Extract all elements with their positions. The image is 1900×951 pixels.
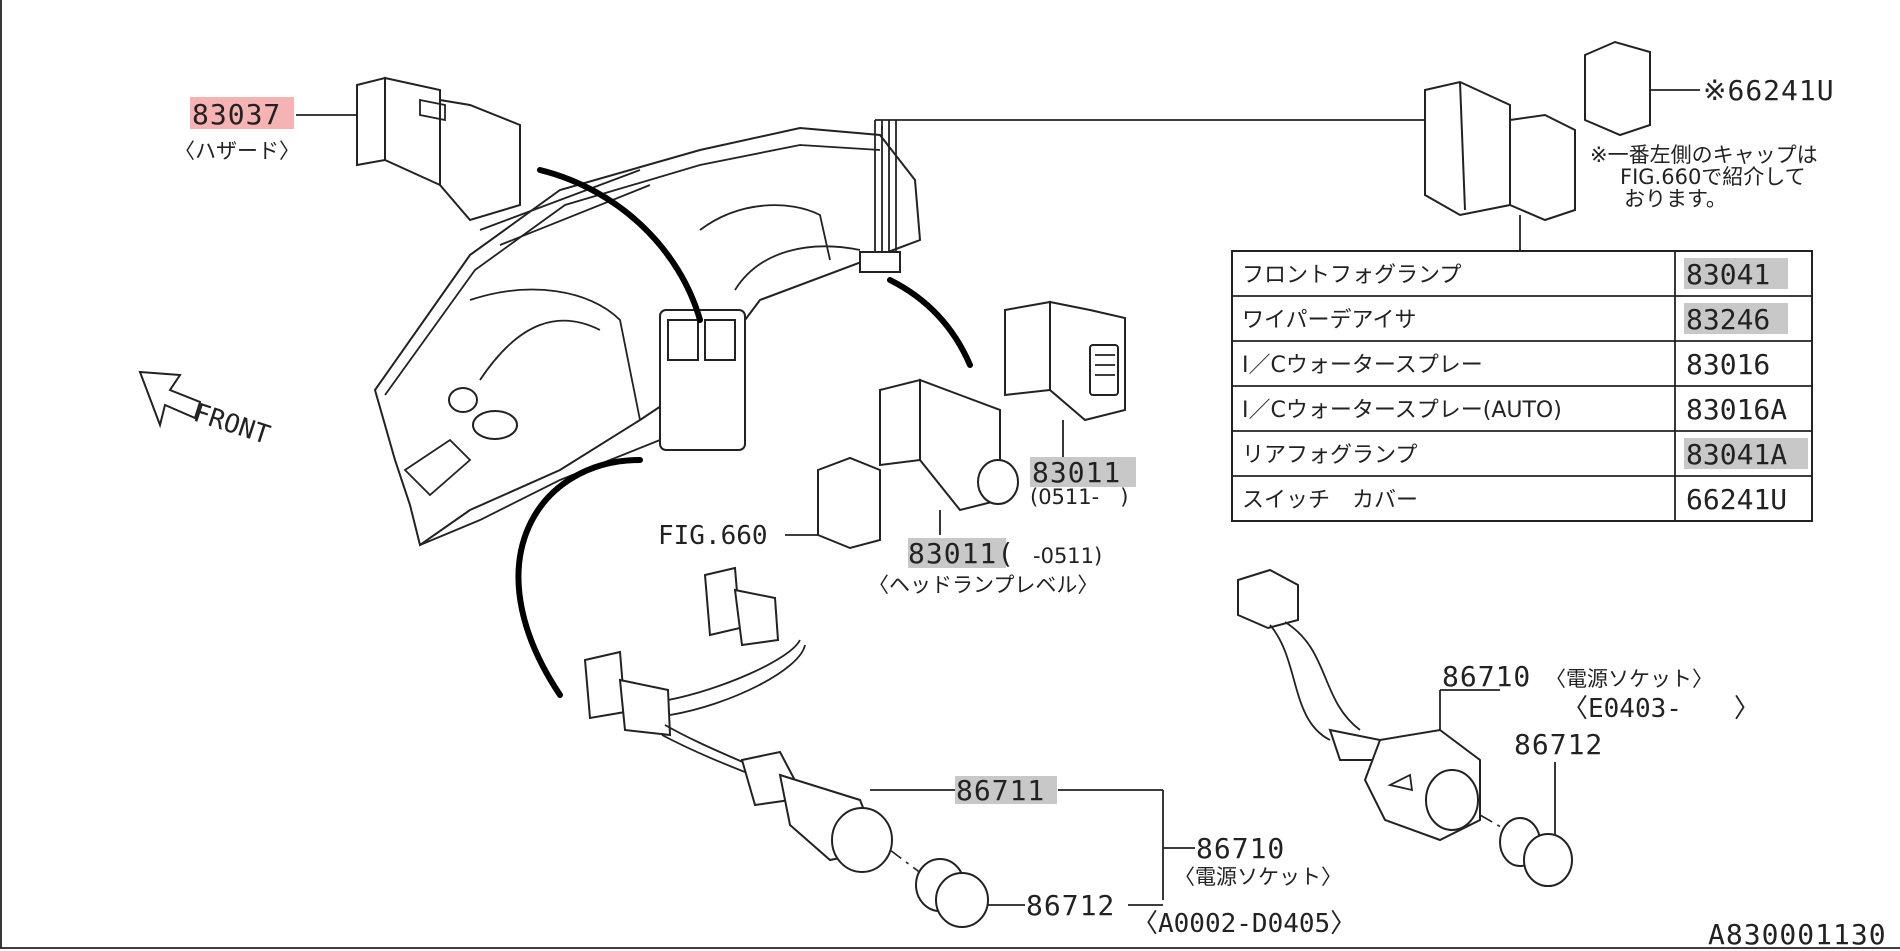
socket-right-face bbox=[1425, 769, 1479, 831]
headlamp-switch-a: 83011 (0511- ) bbox=[1004, 300, 1136, 509]
table-row-name: フロントフォグランプ bbox=[1242, 263, 1461, 288]
table-row-name: I／Cウォータースプレー(AUTO) bbox=[1242, 398, 1562, 423]
socket-right-range: 〈E0403- 〉 bbox=[1562, 694, 1760, 724]
pointer-arc-headlamp bbox=[887, 277, 973, 368]
socket-right-part-number-710: 86710 bbox=[1442, 660, 1531, 693]
hazard-part-highlight bbox=[190, 97, 294, 129]
leveling-dial bbox=[977, 459, 1019, 505]
hazard-switch: 83037 〈ハザード〉 bbox=[174, 76, 521, 222]
vent-left-lower bbox=[472, 410, 518, 440]
headlamp-switch-b: 83011( -0511) 〈ヘッドランプレベル〉 bbox=[868, 378, 1102, 597]
connector-block bbox=[859, 251, 901, 273]
cap-note-line-3: おります。 bbox=[1624, 187, 1727, 211]
table-row-name: リアフォグランプ bbox=[1242, 443, 1417, 468]
hazard-part-name: 〈ハザード〉 bbox=[174, 139, 300, 163]
headlamp-b-part-number: 83011( bbox=[908, 537, 1015, 570]
cap-part-number: ※66241U bbox=[1703, 74, 1835, 107]
table-row: フロントフォグランプ 83041 bbox=[1242, 258, 1788, 291]
socket-left-range: 〈A0002-D0405〉 bbox=[1132, 909, 1356, 939]
front-arrow-icon bbox=[138, 370, 202, 429]
table-row: スイッチ カバー 66241U bbox=[1242, 483, 1787, 516]
table-row-part-number: 66241U bbox=[1686, 483, 1787, 516]
table-row: ワイパーデアイサ 83246 bbox=[1242, 303, 1788, 336]
vent-left bbox=[448, 387, 478, 413]
headlamp-b-range: -0511) bbox=[1012, 544, 1102, 568]
instrument-panel-illustration bbox=[373, 120, 922, 547]
power-socket-left: 86711 86710 〈電源ソケット〉 86712 〈A0002-D0405〉 bbox=[583, 566, 1356, 939]
socket-left-cap bbox=[935, 872, 989, 928]
table-row: I／Cウォータースプレー(AUTO) 83016A bbox=[1242, 393, 1787, 426]
headlamp-a-part-number: 83011 bbox=[1032, 456, 1121, 489]
cap-note-line-1: ※一番左側のキャップは bbox=[1590, 143, 1818, 167]
hazard-part-number: 83037 bbox=[192, 98, 281, 131]
figure-id: A830001130 bbox=[1708, 918, 1887, 951]
table-row-name: I／Cウォータースプレー bbox=[1242, 353, 1483, 378]
switch-table: フロントフォグランプ 83041 ワイパーデアイサ 83246 I／Cウォーター… bbox=[1231, 250, 1813, 522]
headlamp-a-range: (0511- ) bbox=[1030, 485, 1128, 509]
socket-right-name-710: 〈電源ソケット〉 bbox=[1545, 667, 1713, 691]
table-row-part-number: 83016 bbox=[1686, 348, 1770, 381]
socket-left-part-number-711: 86711 bbox=[956, 774, 1045, 807]
table-row-part-number: 83041 bbox=[1686, 258, 1770, 291]
table-row: I／Cウォータースプレー 83016 bbox=[1242, 348, 1770, 381]
headlamp-b-part-name: 〈ヘッドランプレベル〉 bbox=[868, 573, 1098, 597]
switch-bank bbox=[875, 80, 1576, 250]
table-row-part-number: 83041A bbox=[1686, 438, 1787, 471]
table-row-part-number: 83246 bbox=[1686, 303, 1770, 336]
fig660-label: FIG.660 bbox=[658, 521, 768, 551]
socket-right-part-number-712: 86712 bbox=[1514, 728, 1603, 761]
switch-slot-left bbox=[667, 319, 699, 361]
table-row-name: ワイパーデアイサ bbox=[1242, 308, 1416, 333]
front-arrow: FRONT bbox=[138, 370, 274, 451]
socket-left-part-number-710: 86710 bbox=[1196, 832, 1285, 865]
switch-slot-right bbox=[704, 319, 736, 361]
table-row-name: スイッチ カバー bbox=[1242, 488, 1418, 513]
socket-left-part-number-712: 86712 bbox=[1026, 889, 1115, 922]
table-row: リアフォグランプ 83041A bbox=[1242, 438, 1808, 471]
pointer-arc-socket bbox=[515, 457, 643, 698]
table-row-part-number: 83016A bbox=[1686, 393, 1787, 426]
switch-cap: ※66241U ※一番左側のキャップは FIG.660で紹介して おります。 bbox=[1584, 40, 1835, 211]
front-label: FRONT bbox=[190, 398, 274, 451]
cap-note-line-2: FIG.660で紹介して bbox=[1620, 165, 1806, 189]
socket-left-name-710: 〈電源ソケット〉 bbox=[1174, 865, 1342, 889]
fig660-cap: FIG.660 bbox=[658, 456, 881, 551]
socket-right-cap bbox=[1523, 833, 1573, 887]
pointer-arc-hazard bbox=[537, 167, 703, 323]
socket-left-face bbox=[831, 807, 893, 873]
power-socket-right: 86710 〈電源ソケット〉 〈E0403- 〉 86712 bbox=[1237, 568, 1760, 887]
